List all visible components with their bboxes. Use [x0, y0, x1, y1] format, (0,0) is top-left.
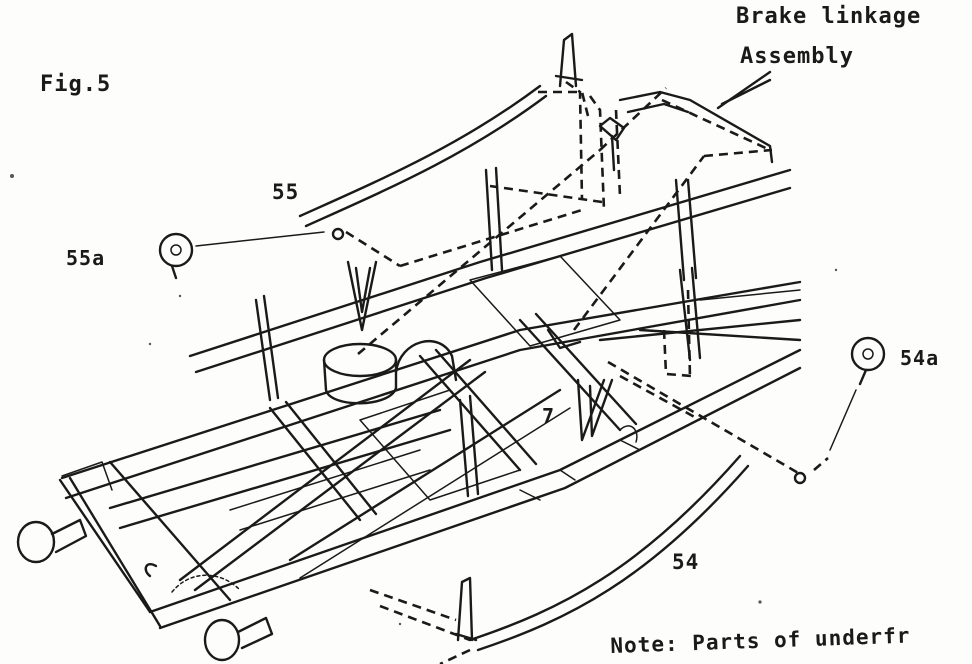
- assembly-dashed-lines: [345, 80, 829, 664]
- brake-hanger-right: [458, 378, 614, 498]
- brake-cylinder: [322, 340, 458, 405]
- buffer-front-right: [203, 616, 274, 662]
- part-55-label: 55: [272, 180, 300, 204]
- brake-rod-lower: [468, 454, 750, 652]
- brake-assembly-label: Assembly: [740, 44, 854, 69]
- part-55-pin: [331, 227, 345, 241]
- leader-lines: [195, 78, 857, 451]
- figure-label: Fig.5: [40, 72, 112, 97]
- part-55a-label: 55a: [66, 246, 106, 270]
- part-54-pin: [793, 471, 807, 485]
- chassis-frame: [58, 168, 802, 630]
- scan-specks: [10, 174, 838, 626]
- buffer-front-left: [16, 518, 88, 564]
- brake-linkage-label: Brake linkage: [736, 4, 922, 29]
- brake-lever-top: [554, 32, 584, 88]
- part-55a-washer: [158, 232, 194, 280]
- part-7-label: 7: [542, 404, 556, 428]
- brake-blocks: [484, 166, 702, 362]
- coupling-hook: [144, 562, 241, 593]
- part-54a-label: 54a: [900, 346, 940, 370]
- brake-rod-upper: [298, 84, 548, 228]
- part-54-label: 54: [672, 550, 700, 574]
- brake-linkage-assembly: [598, 70, 774, 172]
- part-54a-washer: [850, 336, 886, 386]
- brake-lever-bottom: [454, 576, 478, 642]
- brake-hanger-left: [254, 260, 378, 402]
